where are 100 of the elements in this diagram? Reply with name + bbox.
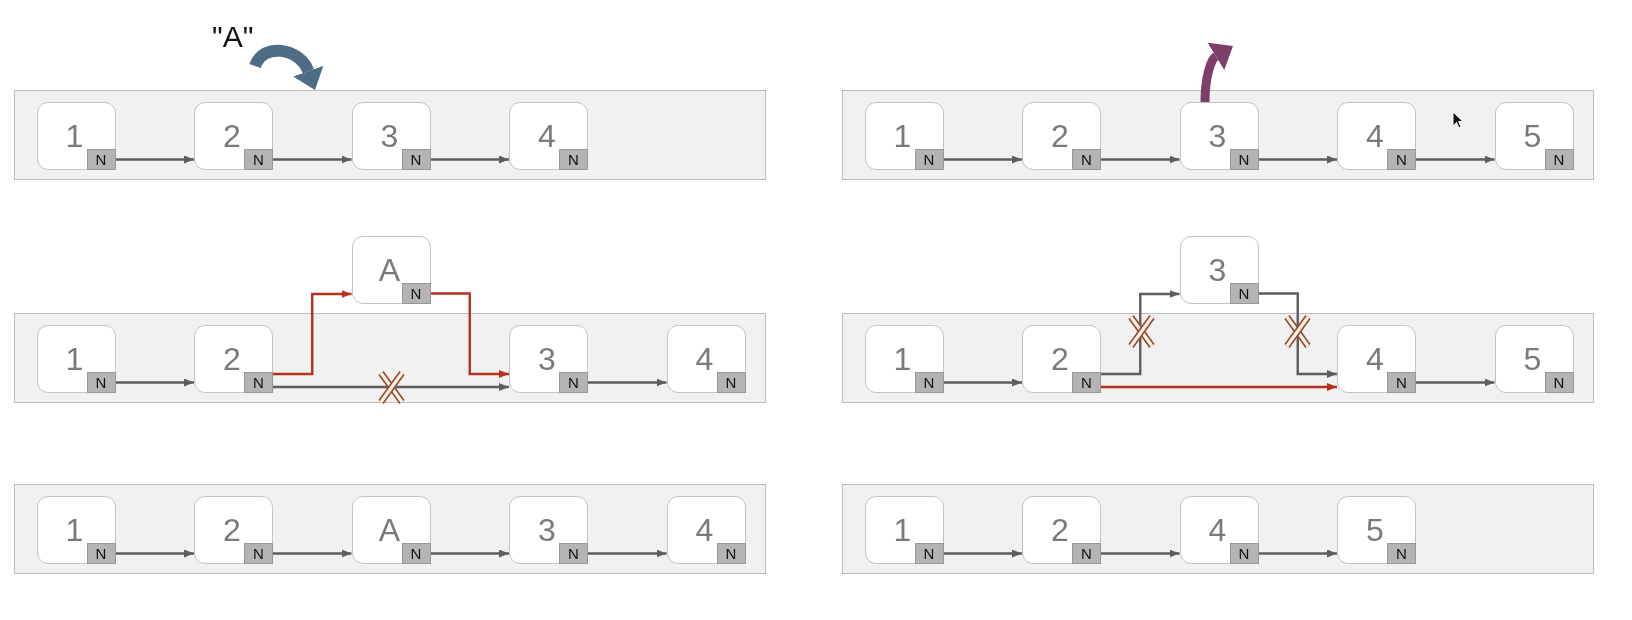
list-node (509, 325, 588, 393)
next-pointer-cell: N (244, 372, 273, 393)
arrow (273, 549, 352, 558)
list-node (1337, 325, 1416, 393)
list-node (194, 102, 273, 170)
arrow (115, 549, 194, 558)
next-pointer-cell: N (1072, 543, 1101, 564)
node-value: 3 (380, 120, 399, 152)
next-pointer-cell: N (716, 372, 746, 393)
node-value: 1 (65, 514, 84, 546)
list-node (1179, 102, 1259, 170)
next-pointer-cell: N (1229, 149, 1259, 170)
node-value: 5 (1523, 120, 1542, 152)
next-pointer-cell: N (1544, 149, 1574, 170)
node-value: 2 (1051, 514, 1069, 546)
node-value: 4 (695, 343, 714, 375)
list-node (1494, 325, 1574, 393)
node-value: 4 (1366, 343, 1384, 375)
node-value: 3 (1208, 254, 1227, 286)
node-value: 5 (1523, 343, 1542, 375)
arrow (430, 155, 509, 164)
next-pointer-cell: N (1072, 372, 1101, 393)
list-panel (842, 484, 1594, 574)
node-value: 2 (223, 120, 241, 152)
list-panel (842, 313, 1594, 403)
node-value: 2 (1051, 343, 1069, 375)
arrow (273, 155, 352, 164)
next-pointer-cell: N (1229, 543, 1259, 564)
arrow (115, 378, 194, 387)
next-pointer-cell: N (86, 149, 116, 170)
arrow (1258, 292, 1337, 378)
list-panel (14, 90, 766, 180)
arrow (943, 155, 1022, 164)
arrow (1101, 155, 1180, 164)
list-node (1022, 102, 1101, 170)
arrow (1258, 155, 1337, 164)
node-value: 3 (538, 343, 556, 375)
list-node (1022, 325, 1101, 393)
arrow (1258, 549, 1337, 558)
node-value: 4 (538, 120, 556, 152)
node-value: A (378, 254, 401, 286)
arrow (943, 549, 1022, 558)
list-node (36, 496, 116, 564)
list-node (36, 325, 116, 393)
next-pointer-cell: N (244, 149, 273, 170)
list-panel (842, 90, 1594, 180)
node-value: 1 (65, 120, 84, 152)
arrow (273, 290, 352, 376)
arrow (1101, 549, 1180, 558)
list-node (509, 102, 588, 170)
node-value: 1 (893, 120, 912, 152)
node-value: 2 (223, 343, 241, 375)
node-value: 3 (1208, 120, 1227, 152)
next-pointer-cell: N (401, 149, 431, 170)
list-node (666, 325, 746, 393)
arrow (588, 549, 667, 558)
node-value: 4 (1208, 514, 1227, 546)
next-pointer-cell: N (1387, 543, 1416, 564)
next-pointer-cell: N (559, 149, 588, 170)
list-node (1494, 102, 1574, 170)
next-pointer-cell: N (914, 149, 944, 170)
list-node (194, 325, 273, 393)
node-value: A (378, 514, 401, 546)
node-value: 1 (65, 343, 84, 375)
list-node (864, 496, 944, 564)
list-panel (14, 484, 766, 574)
curved-arrow (249, 44, 323, 90)
list-node (666, 496, 746, 564)
list-node (1337, 496, 1416, 564)
next-pointer-cell: N (914, 543, 944, 564)
arrow (1101, 383, 1337, 391)
list-node (1179, 236, 1259, 304)
next-pointer-cell: N (86, 372, 116, 393)
list-node (864, 325, 944, 393)
list-node (194, 496, 273, 564)
arrow (430, 549, 509, 558)
arrow (273, 383, 509, 391)
node-value: 5 (1366, 514, 1384, 546)
node-value: 2 (1051, 120, 1069, 152)
list-node (36, 102, 116, 170)
node-value: 1 (893, 343, 912, 375)
value-label: "A" (212, 20, 254, 53)
list-node (351, 102, 431, 170)
node-value: 4 (1366, 120, 1384, 152)
curved-arrow (1200, 43, 1232, 103)
next-pointer-cell: N (1387, 372, 1416, 393)
list-node (351, 236, 431, 304)
arrow (1101, 290, 1180, 376)
list-node (351, 496, 431, 564)
next-pointer-cell: N (716, 543, 746, 564)
list-node (509, 496, 588, 564)
node-value: 2 (223, 514, 241, 546)
arrow (588, 378, 667, 387)
next-pointer-cell: N (559, 372, 588, 393)
list-node (1022, 496, 1101, 564)
next-pointer-cell: N (559, 543, 588, 564)
next-pointer-cell: N (1387, 149, 1416, 170)
next-pointer-cell: N (1544, 372, 1574, 393)
next-pointer-cell: N (244, 543, 273, 564)
next-pointer-cell: N (1072, 149, 1101, 170)
